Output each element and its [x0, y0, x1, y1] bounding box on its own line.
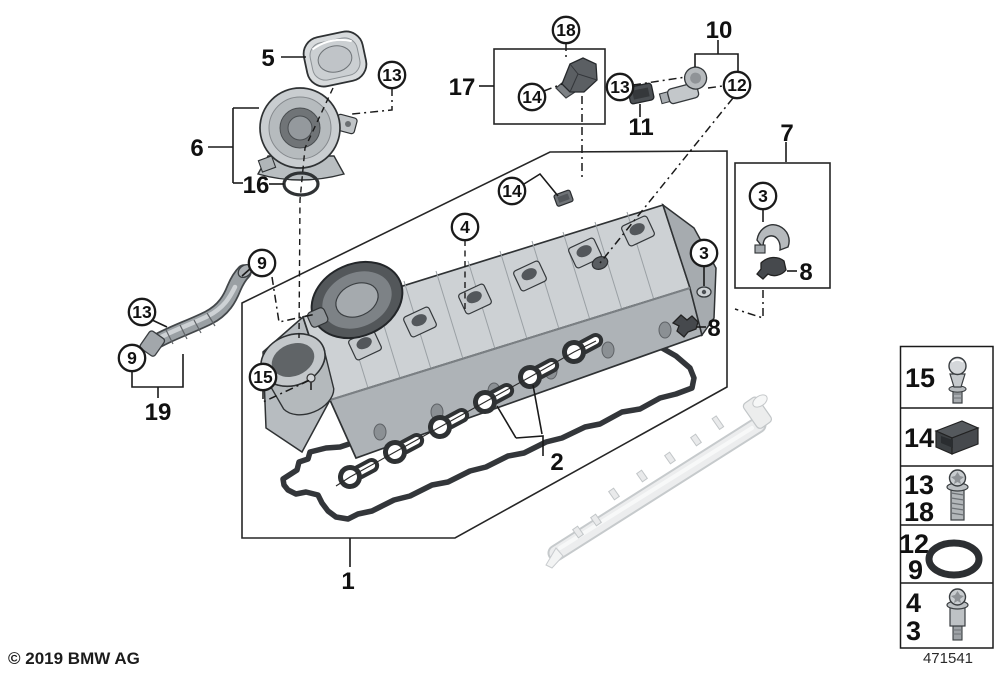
rail-elbow: [742, 396, 773, 429]
label-8-box[interactable]: 8: [799, 259, 812, 286]
label-2[interactable]: 2: [550, 449, 563, 476]
ball-stud-icon: [948, 356, 967, 404]
fuel-rail: [545, 394, 773, 569]
callout-3-cover[interactable]: 3: [689, 238, 719, 268]
legend-table: 15 14 13 18: [899, 345, 994, 649]
half-clamp-8-cover: [671, 314, 699, 338]
group-box-7: [734, 162, 831, 289]
svg-text:13[interactable]: 13: [382, 65, 402, 85]
grommet-icon: [934, 420, 980, 455]
svg-text:9[interactable]: 9: [127, 348, 137, 368]
svg-text:9[interactable]: 9: [257, 253, 267, 273]
svg-text:3[interactable]: 3: [758, 186, 768, 206]
vent-port-stub: [306, 307, 329, 328]
callout-9-low[interactable]: 9: [117, 343, 147, 373]
o-ring-icon: [925, 539, 983, 579]
callout-14-cover[interactable]: 14: [497, 176, 527, 206]
breather-unit: [256, 87, 358, 181]
legend-num-15[interactable]: 15: [905, 363, 935, 393]
label-7[interactable]: 7: [780, 120, 793, 147]
svg-text:13[interactable]: 13: [610, 77, 630, 97]
svg-text:12[interactable]: 12: [727, 75, 747, 95]
callout-12[interactable]: 12: [722, 70, 752, 100]
rubber-grommet-11: [627, 82, 655, 105]
group-box-1: [241, 150, 728, 539]
hose-connector: [139, 330, 166, 357]
cover-right-end: [661, 202, 717, 337]
svg-text:14[interactable]: 14: [502, 181, 522, 201]
label-10[interactable]: 10: [706, 17, 733, 44]
callout-13-hose[interactable]: 13: [127, 297, 157, 327]
callout-18[interactable]: 18: [551, 15, 581, 45]
legend-num-9[interactable]: 9: [908, 555, 923, 585]
callout-3-box7[interactable]: 3: [748, 181, 778, 211]
label-1[interactable]: 1: [341, 568, 354, 595]
label-16[interactable]: 16: [243, 172, 270, 199]
svg-text:14[interactable]: 14: [522, 87, 542, 107]
svg-text:15[interactable]: 15: [253, 367, 273, 387]
vent-hose: [139, 263, 253, 357]
svg-text:13[interactable]: 13: [132, 302, 152, 322]
legend-num-3[interactable]: 3: [906, 616, 921, 646]
leader-lines: [131, 40, 797, 567]
vent-diaphragm: [306, 260, 404, 340]
pressure-sensor: [555, 57, 598, 99]
grommet-bracket-on-cover: [553, 189, 574, 207]
svg-text:4[interactable]: 4: [460, 217, 470, 237]
callout-13-grommet[interactable]: 13: [605, 72, 635, 102]
rail-nozzle-tip: [545, 547, 564, 569]
callout-9-top[interactable]: 9: [247, 248, 277, 278]
flange-screw-icon: [946, 469, 969, 521]
svg-text:18[interactable]: 18: [556, 20, 576, 40]
legend-num-18[interactable]: 18: [904, 497, 934, 527]
injector-port-seals: [335, 332, 604, 489]
svg-text:3[interactable]: 3: [699, 243, 709, 263]
label-17[interactable]: 17: [449, 74, 476, 101]
shouldered-screw-icon: [946, 588, 969, 641]
label-11[interactable]: 11: [628, 114, 653, 141]
half-clamp-8-box: [756, 256, 787, 280]
copyright-text: © 2019 BMW AG: [8, 649, 140, 668]
label-6[interactable]: 6: [190, 135, 203, 162]
callout-4[interactable]: 4: [450, 212, 480, 242]
legend-num-4[interactable]: 4: [906, 588, 921, 618]
label-5[interactable]: 5: [261, 45, 274, 72]
valve-cover: [260, 189, 717, 460]
cable-clamp-3: [754, 224, 790, 254]
callout-15[interactable]: 15: [248, 362, 278, 392]
label-19[interactable]: 19: [145, 399, 172, 426]
camshaft-sensor: [658, 66, 708, 105]
legend-num-13[interactable]: 13: [904, 470, 934, 500]
callout-13-top-left[interactable]: 13: [377, 60, 407, 90]
legend-num-14[interactable]: 14: [904, 423, 934, 453]
figure-number: 471541: [923, 650, 973, 667]
oil-filler-cap: [302, 30, 368, 88]
callout-14-box17[interactable]: 14: [517, 82, 547, 112]
legend-num-12[interactable]: 12: [899, 529, 929, 559]
label-8-cover[interactable]: 8: [707, 315, 720, 342]
plain-callouts: 5 6 16 17 11 10 7 8 8 19 2 1: [145, 17, 813, 595]
circled-callouts: 13 18 14 13 12 3 14 4 3 9 13 9 15: [117, 15, 778, 392]
